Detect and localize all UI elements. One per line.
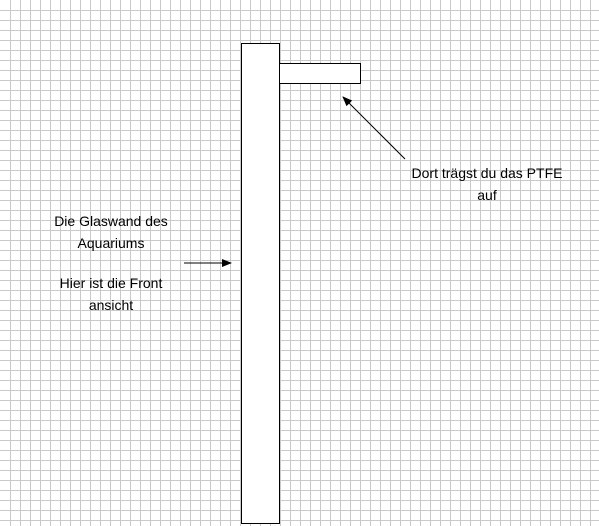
front-view-annotation: Hier ist die Front ansicht [59, 275, 163, 313]
ptfe-arrow [342, 96, 406, 160]
ptfe-strip-rectangle [279, 63, 361, 84]
glass-wall-annotation: Die Glaswand des Aquariums [54, 213, 168, 251]
glass-wall-rectangle [241, 43, 280, 524]
ptfe-annotation: Dort trägst du das PTFE auf [411, 165, 563, 203]
